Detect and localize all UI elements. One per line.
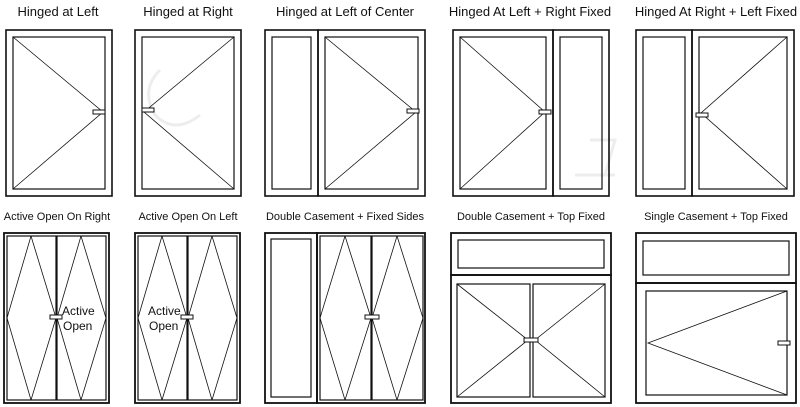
panel-title: Double Casement + Top Fixed	[457, 211, 605, 223]
panel-title: Double Casement + Fixed Sides	[266, 211, 425, 223]
handle-icon	[538, 109, 552, 115]
panel-active-open-on-left: Active Open On Left Active Open	[134, 211, 241, 404]
panel-hinged-at-left: Hinged at Left	[5, 4, 113, 197]
handle-icon	[92, 109, 106, 115]
panel-active-open-on-right: Active Open On Right Active Open	[3, 211, 110, 404]
panel-title: Active Open On Right	[4, 211, 110, 223]
active-label-line2: Open	[149, 319, 178, 333]
handle-icon	[695, 112, 709, 118]
panel-title: Hinged at Right	[143, 4, 233, 19]
watermark	[147, 68, 617, 177]
handle-icon	[406, 108, 420, 114]
active-label-line2: Open	[63, 319, 92, 333]
active-label-line1: Active	[148, 304, 181, 318]
panel-title: Hinged at Left	[18, 4, 99, 19]
handle-icon	[777, 340, 791, 346]
panel-hinged-at-left-of-center: Hinged at Left of Center	[264, 4, 426, 197]
active-label-line1: Active	[62, 304, 95, 318]
handle-icon	[141, 107, 155, 113]
panel-double-casement-top-fixed: Double Casement + Top Fixed	[450, 211, 612, 404]
handle-icon	[180, 314, 194, 320]
panel-hinged-left-right-fixed: Hinged At Left + Right Fixed	[449, 4, 611, 197]
panel-title: Single Casement + Top Fixed	[644, 211, 788, 223]
panel-title: Hinged at Left of Center	[276, 4, 415, 19]
panel-title: Hinged At Left + Right Fixed	[449, 4, 611, 19]
panel-title: Hinged At Right + Left Fixed	[635, 4, 797, 19]
panel-single-casement-top-fixed: Single Casement + Top Fixed	[635, 211, 797, 404]
panel-hinged-at-right: Hinged at Right	[134, 4, 242, 197]
panel-title: Active Open On Left	[138, 211, 237, 223]
handle-icon	[364, 314, 380, 320]
handle-icon	[523, 337, 539, 343]
panel-hinged-right-left-fixed: Hinged At Right + Left Fixed	[635, 4, 797, 197]
handle-icon	[49, 314, 63, 320]
panel-double-casement-fixed-sides: Double Casement + Fixed Sides	[264, 211, 426, 404]
